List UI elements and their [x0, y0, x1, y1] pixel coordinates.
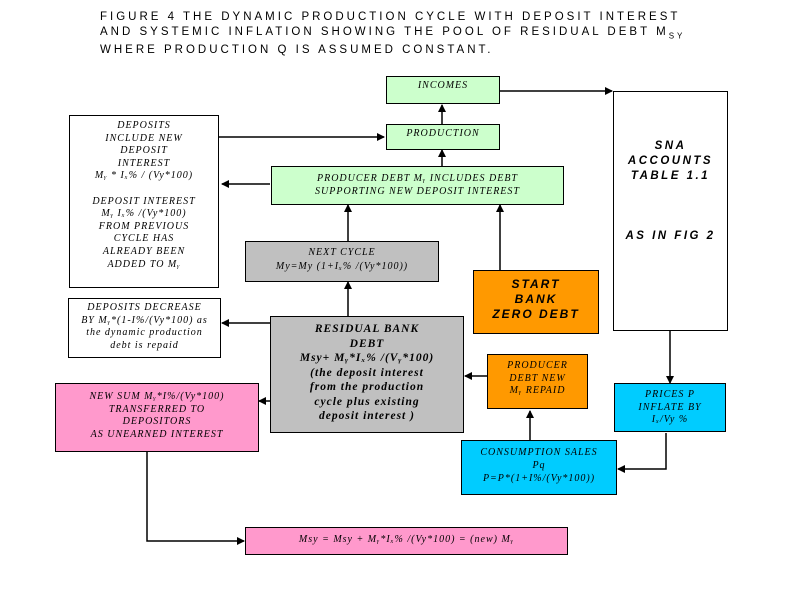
deposits-line-12: ADDED TO Mᵧ [107, 258, 181, 270]
producer-repaid-line-3: Mᵧ REPAID [509, 385, 566, 396]
consumption-sales-box: CONSUMPTION SALES Pq P=P*(1+I%/(Vy*100)) [461, 440, 617, 495]
next-cycle-line-1: NEXT CYCLE [308, 247, 376, 258]
deposits-line-3: DEPOSIT [120, 145, 168, 157]
residual-bank-debt-box: RESIDUAL BANK DEBT Msy+ Mᵧ*Iₓ% /(Vᵧ*100)… [270, 316, 464, 433]
producer-repaid-line-2: DEBT NEW [509, 372, 566, 384]
title-line-1: FIGURE 4 THE DYNAMIC PRODUCTION CYCLE WI… [100, 11, 681, 23]
start-bank-box: START BANK ZERO DEBT [473, 270, 599, 334]
start-bank-line-3: ZERO DEBT [492, 307, 580, 321]
sna-line-1: SNA [654, 140, 687, 152]
figure-title: FIGURE 4 THE DYNAMIC PRODUCTION CYCLE WI… [100, 10, 740, 58]
prices-inflate-box: PRICES P INFLATE BY Iₓ/Vy % [614, 383, 726, 432]
new-sum-line-1: NEW SUM Mᵧ*I%/(Vy*100) [89, 391, 225, 402]
title-line-2: AND SYSTEMIC INFLATION SHOWING THE POOL … [100, 25, 740, 44]
sna-line-2: ACCOUNTS [627, 155, 714, 167]
prices-line-1: PRICES P [645, 389, 695, 400]
msy-equation-box: Msy = Msy + Mᵧ*Iₓ% /(Vy*100) = (new) Mᵧ [245, 527, 568, 555]
producer-debt-repaid-box: PRODUCER DEBT NEW Mᵧ REPAID [487, 354, 588, 409]
prices-line-3: Iₓ/Vy % [651, 414, 689, 425]
msy-equation-label: Msy = Msy + Mᵧ*Iₓ% /(Vy*100) = (new) Mᵧ [298, 534, 515, 545]
start-bank-line-1: START [511, 277, 561, 291]
production-label: PRODUCTION [406, 128, 480, 139]
title-line-2-sub: SY [668, 30, 686, 40]
consumption-line-3: P=P*(1+I%/(Vy*100)) [482, 473, 596, 484]
new-sum-transferred-box: NEW SUM Mᵧ*I%/(Vy*100) TRANSFERRED TO DE… [55, 383, 259, 452]
residual-line-2: DEBT [349, 337, 385, 350]
residual-line-5: from the production [309, 381, 425, 393]
producer-repaid-line-1: PRODUCER [507, 360, 568, 371]
sna-line-4 [614, 184, 727, 199]
deposits-line-11: ALREADY BEEN [102, 245, 186, 257]
consumption-line-2: Pq [532, 460, 546, 471]
production-box: PRODUCTION [386, 124, 500, 150]
deposits-decrease-line-2: BY Mᵧ*(1-I%/(Vy*100) as [81, 314, 208, 326]
residual-line-1: RESIDUAL BANK [314, 323, 420, 335]
deposits-line-6 [70, 183, 218, 196]
deposits-line-4: INTEREST [117, 157, 171, 169]
title-line-3: WHERE PRODUCTION Q IS ASSUMED CONSTANT. [100, 44, 494, 57]
new-sum-line-3: DEPOSITORS [122, 416, 192, 427]
next-cycle-box: NEXT CYCLE My=My (1+Iₓ% /(Vy*100)) [245, 241, 439, 282]
deposits-line-7: DEPOSIT INTEREST [92, 195, 196, 207]
sna-line-7: AS IN FIG 2 [625, 230, 716, 242]
start-bank-line-2: BANK [514, 292, 558, 306]
deposits-line-8: Mᵧ Iₓ% /(Vy*100) [101, 208, 187, 220]
incomes-box: INCOMES [386, 76, 500, 104]
producer-debt-line-2: SUPPORTING NEW DEPOSIT INTEREST [315, 186, 520, 197]
residual-line-4: (the deposit interest [310, 366, 424, 379]
deposits-line-9: FROM PREVIOUS [98, 220, 190, 232]
deposits-box: DEPOSITS INCLUDE NEW DEPOSIT INTEREST Mᵧ… [69, 115, 219, 288]
arrow-prices-consumption [617, 433, 667, 473]
new-sum-line-4: AS UNEARNED INTEREST [90, 428, 224, 440]
sna-line-5 [614, 199, 727, 214]
deposits-line-2: INCLUDE NEW [105, 132, 183, 144]
deposits-decrease-line-3: the dynamic production [86, 327, 203, 338]
producer-debt-box: PRODUCER DEBT Mᵧ INCLUDES DEBT SUPPORTIN… [271, 166, 564, 205]
consumption-line-1: CONSUMPTION SALES [480, 447, 598, 458]
sna-box: SNA ACCOUNTS TABLE 1.1 AS IN FIG 2 [613, 91, 728, 331]
deposits-line-1: DEPOSITS [117, 120, 171, 131]
next-cycle-line-2: My=My (1+Iₓ% /(Vy*100)) [275, 261, 409, 272]
deposits-decrease-line-1: DEPOSITS DECREASE [87, 302, 202, 313]
new-sum-line-2: TRANSFERRED TO [108, 403, 206, 415]
residual-line-7: deposit interest ) [319, 410, 415, 422]
arrow-newsum-msy [146, 452, 245, 545]
deposits-line-10: CYCLE HAS [113, 233, 175, 245]
producer-debt-line-1: PRODUCER DEBT Mᵧ INCLUDES DEBT [316, 173, 518, 184]
residual-line-6: cycle plus existing [314, 395, 420, 408]
sna-line-6 [614, 214, 727, 229]
prices-line-2: INFLATE BY [638, 401, 702, 413]
sna-line-3: TABLE 1.1 [630, 170, 711, 182]
deposits-decrease-line-4: debt is repaid [110, 339, 179, 351]
deposits-line-5: Mᵧ * Iₓ% / (Vy*100) [94, 170, 194, 182]
title-line-2-text: AND SYSTEMIC INFLATION SHOWING THE POOL … [100, 25, 669, 38]
residual-line-3: Msy+ Mᵧ*Iₓ% /(Vᵧ*100) [299, 352, 435, 364]
deposits-decrease-box: DEPOSITS DECREASE BY Mᵧ*(1-I%/(Vy*100) a… [68, 298, 221, 358]
incomes-label: INCOMES [417, 80, 469, 91]
